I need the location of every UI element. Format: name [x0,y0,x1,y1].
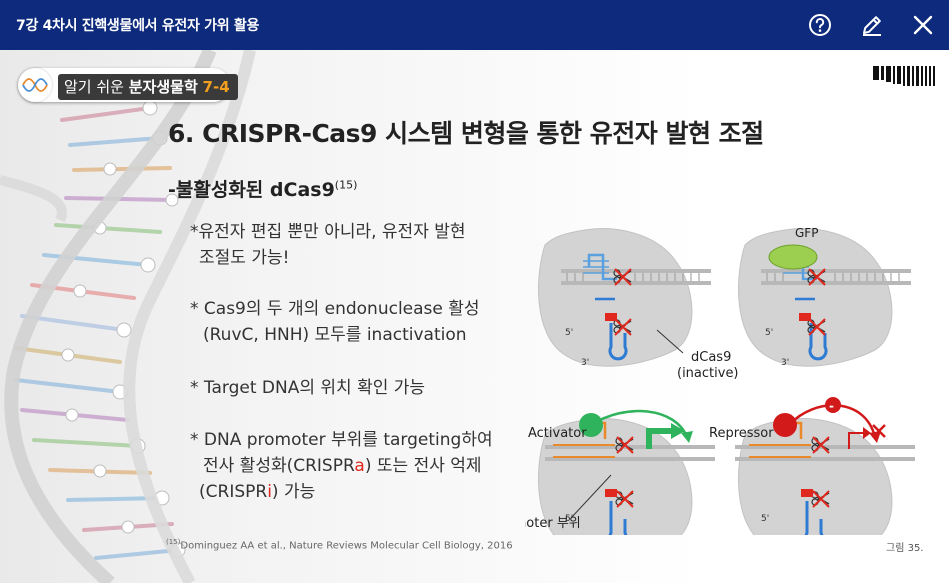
promoter-label: Promoter 부위 [525,516,581,531]
crispri-letter: i [267,482,272,502]
repressor-panel: 5' 3' [735,413,915,535]
bullet-2-line-2: (RuvC, HNH) 모두를 inactivation [203,325,467,345]
course-logo: 알기 쉬운 분자생물학 7-4 [18,68,238,102]
bullet-4-line-1: * DNA promoter 부위를 targeting하여 [190,430,493,450]
bullet-3: * Target DNA의 위치 확인 가능 [190,375,425,401]
lecture-slide: 알기 쉬운 분자생물학 7-4 6. CRISPR-Cas9 시스템 변형을 통… [0,50,949,583]
panel3-five-prime: 5' [565,514,573,524]
course-label: 알기 쉬운 분자생물학 7-4 [58,74,238,100]
dcas9-panel: 5' 3' [537,228,712,368]
dcas9-pointer-line [656,329,684,354]
bullet-4-line-2: 전사 활성화(CRISPRa) 또는 전사 억제 [190,453,493,479]
bullet-1: *유전자 편집 뿐만 아니라, 유전자 발현 조절도 가능! [190,219,466,271]
bullet-2-line-1: * Cas9의 두 개의 endonuclease 활성 [190,299,480,319]
brand-mark-icon [873,66,935,86]
gfp-label: GFP [795,226,818,240]
panel4-five-prime: 5' [761,514,769,524]
bullet-1-line-1: *유전자 편집 뿐만 아니라, 유전자 발현 [190,222,466,242]
slide-heading: 6. CRISPR-Cas9 시스템 변형을 통한 유전자 발현 조절 [168,119,764,148]
bullet-4-line-3-text-a: (CRISPR [199,482,268,502]
bullet-4-line-3-text-b: ) 가능 [271,482,316,502]
bullet-2: * Cas9의 두 개의 endonuclease 활성 (RuvC, HNH)… [190,296,480,348]
activator-panel: 5' 3' [537,413,715,535]
subheading-reference: (15) [334,178,358,192]
close-icon[interactable] [910,12,936,38]
repressor-protein-icon [773,413,797,437]
reference-citation: (15)Dominguez AA et al., Nature Reviews … [166,538,513,551]
panel2-five-prime: 5' [765,328,773,338]
dcas9-inactive-label: (inactive) [677,366,739,381]
slide-subheading: -불활성화된 dCas9(15) [168,175,357,202]
gfp-panel: 5' 3' [737,228,912,368]
reference-text: Dominguez AA et al., Nature Reviews Mole… [180,540,513,552]
window-title: 7강 4차시 진핵생물에서 유전자 가위 활용 [16,18,260,34]
help-circle-icon[interactable] [807,12,833,38]
panel1-five-prime: 5' [565,328,573,338]
bullet-1-line-2: 조절도 가능! [199,248,290,268]
transcription-arrow-icon [671,423,685,439]
bullet-4: * DNA promoter 부위를 targeting하여 전사 활성화(CR… [190,427,493,505]
pencil-icon[interactable] [859,12,885,38]
reference-number: (15) [166,538,181,546]
dna-helix-illustration [0,50,256,583]
title-bar: 7강 4차시 진핵생물에서 유전자 가위 활용 [0,0,949,50]
minus-badge-label: - [829,399,834,413]
repressor-label: Repressor [709,426,774,441]
bullet-4-line-2-text-a: 전사 활성화(CRISPR [203,456,355,476]
figure-number: 그림 35. [886,543,924,554]
gfp-protein-icon [768,244,818,270]
dcas9-label: dCas9 [691,350,731,365]
dcas9-figure: 5' 3' dCas9 (inactive) 5' 3' GFP [525,226,915,535]
course-label-number: 7-4 [202,78,230,96]
panel1-three-prime: 3' [581,358,589,368]
course-label-name: 분자생물학 [128,78,198,96]
subheading-text: -불활성화된 dCas9 [168,179,335,201]
activator-label: Activator [528,426,587,441]
panel2-three-prime: 3' [781,358,789,368]
minus-badge-icon [825,397,841,413]
bullet-4-line-3: (CRISPRi) 가능 [190,479,493,505]
bullet-4-line-2-text-b: ) 또는 전사 억제 [364,456,482,476]
course-label-prefix: 알기 쉬운 [64,78,124,96]
crispra-letter: a [354,456,365,476]
dna-logo-icon [18,68,52,102]
bullet-3-line-1: * Target DNA의 위치 확인 가능 [190,378,426,398]
